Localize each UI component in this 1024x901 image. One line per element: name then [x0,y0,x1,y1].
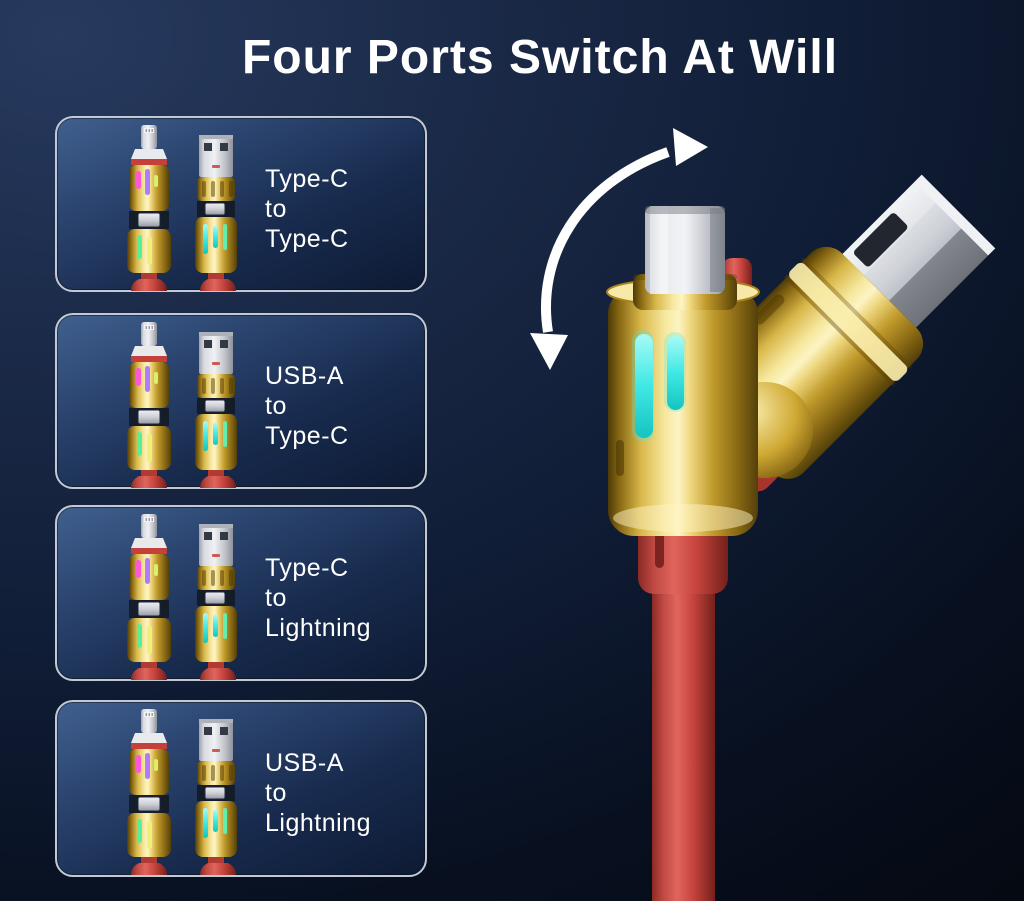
red-cable [652,582,715,901]
panel-label-line: Type-C [265,554,349,582]
panel-label: Type-C to Type-C [265,164,349,254]
panel-label-line: USB-A [265,749,344,777]
dual-connector-thumbnail [87,121,287,291]
dual-connector-thumbnail [87,510,287,680]
page-title: Four Ports Switch At Will [241,31,839,84]
panel-label-line: Type-C [265,165,349,193]
cable-hero-render [530,128,996,901]
panel-type-c-to-lightning: Type-C to Lightning [55,505,427,681]
panel-label-line: Type-C [265,225,349,253]
rotation-arrow-icon [530,128,708,370]
panel-label-line: to [265,195,287,223]
panel-usb-a-to-type-c: USB-A to Type-C [55,313,427,489]
panel-type-c-to-type-c: Type-C to Type-C [55,116,427,292]
panel-label-line: Lightning [265,614,371,642]
panel-label-line: Lightning [265,809,371,837]
panel-label-line: to [265,584,287,612]
panel-label-line: USB-A [265,362,344,390]
panel-label: USB-A to Type-C [265,361,349,451]
dual-connector-thumbnail [87,705,287,875]
dual-connector-thumbnail [87,318,287,488]
panel-label-line: Type-C [265,422,349,450]
usb-a-plug [842,174,996,328]
led-strips [632,330,686,442]
panel-label-line: to [265,392,287,420]
panel-label: Type-C to Lightning [265,553,371,643]
panel-usb-a-to-lightning: USB-A to Lightning [55,700,427,877]
type-c-tip [645,206,725,294]
panel-label: USB-A to Lightning [265,748,371,838]
panel-label-line: to [265,779,287,807]
